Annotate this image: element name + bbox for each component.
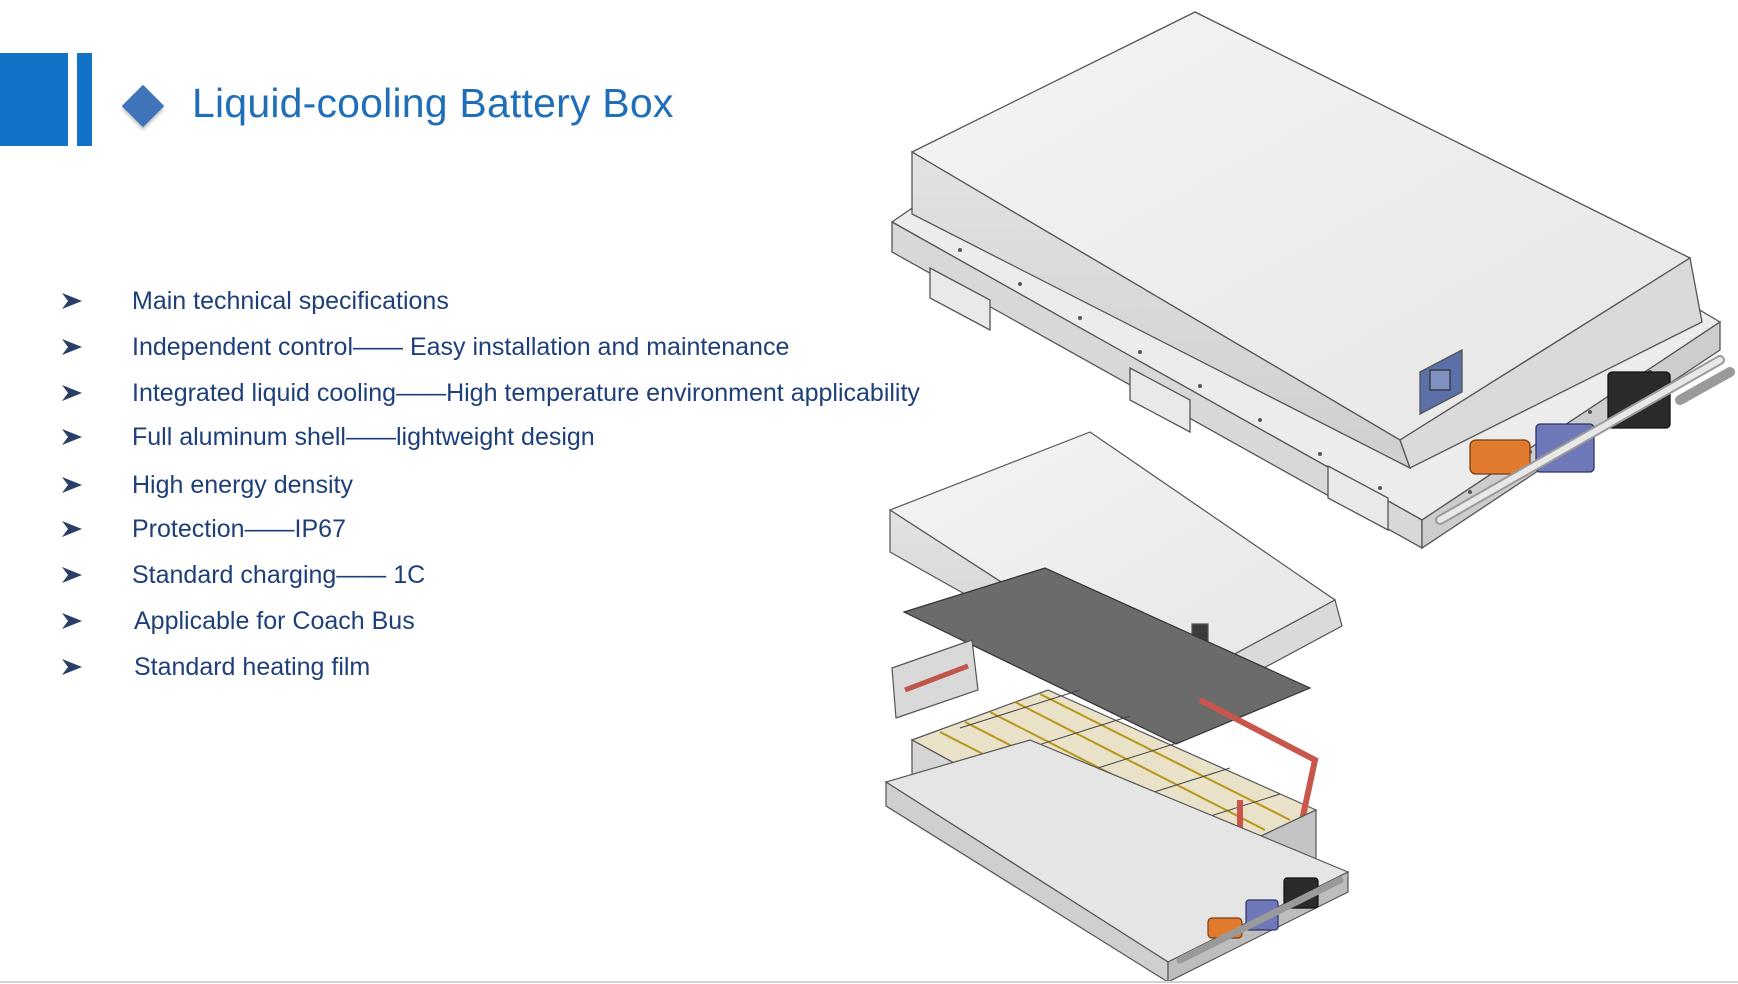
arrowhead-bullet-icon <box>62 429 82 445</box>
arrowhead-bullet-icon <box>62 293 82 309</box>
list-item-text: Full aluminum shell——lightweight design <box>132 423 595 451</box>
arrowhead-bullet-icon <box>62 339 82 355</box>
list-item-text: Independent control—— Easy installation … <box>132 333 790 361</box>
list-item-text: Protection——IP67 <box>132 515 346 543</box>
list-item-text: Applicable for Coach Bus <box>134 607 415 635</box>
diamond-icon <box>121 84 165 128</box>
arrowhead-bullet-icon <box>62 385 82 401</box>
list-item-text: High energy density <box>132 471 353 499</box>
slide-title: Liquid-cooling Battery Box <box>192 80 674 126</box>
arrowhead-bullet-icon <box>62 659 82 675</box>
list-item-text: Standard charging—— 1C <box>132 561 426 589</box>
battery-box-illustration <box>884 11 1735 984</box>
header-accent-bar <box>77 53 92 146</box>
exploded-battery-box <box>884 431 1350 984</box>
assembled-battery-box <box>890 11 1735 550</box>
arrowhead-bullet-icon <box>62 477 82 493</box>
list-item-text: Standard heating film <box>134 653 371 681</box>
list-item-text: Integrated liquid cooling——High temperat… <box>132 379 920 407</box>
footer-rule <box>0 981 1738 983</box>
header-accent-block <box>0 53 68 146</box>
list-item-text: Main technical specifications <box>132 287 449 315</box>
arrowhead-bullet-icon <box>62 613 82 629</box>
arrowhead-bullet-icon <box>62 567 82 583</box>
arrowhead-bullet-icon <box>62 521 82 537</box>
